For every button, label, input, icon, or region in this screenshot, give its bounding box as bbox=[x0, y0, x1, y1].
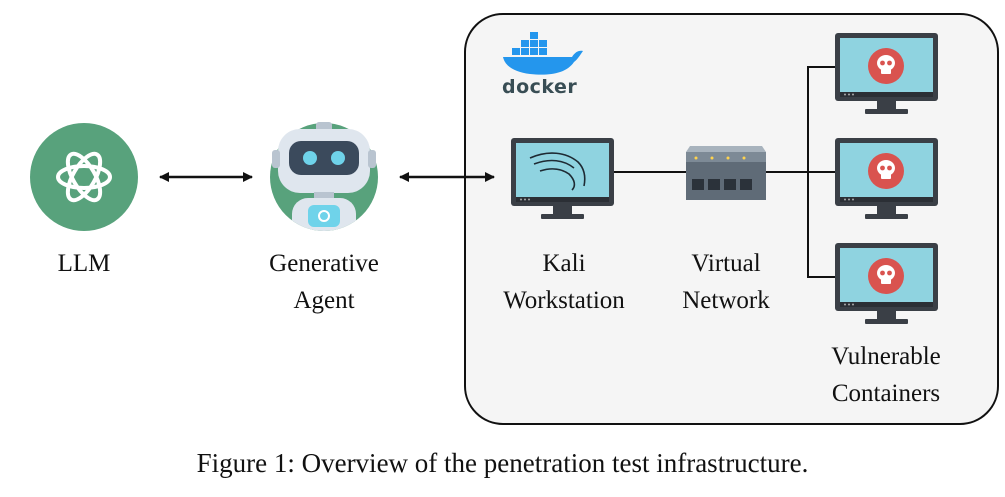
skull-icon bbox=[868, 258, 904, 294]
vulnerable-label-line2: Containers bbox=[831, 380, 941, 407]
vulnerable-container-1 bbox=[835, 33, 938, 114]
kali-dragon-icon bbox=[529, 152, 586, 191]
agent-label: Generative Agent bbox=[244, 245, 404, 319]
docker-whale-icon bbox=[503, 32, 583, 75]
vulnerable-container-2 bbox=[835, 138, 938, 219]
docker-environment-box bbox=[464, 13, 999, 425]
network-label: Virtual Network bbox=[656, 245, 796, 319]
skull-icon bbox=[868, 48, 904, 84]
docker-wordmark: docker bbox=[502, 76, 577, 98]
kali-label-line2: Workstation bbox=[503, 287, 625, 314]
network-container-links bbox=[766, 66, 835, 278]
llm-label: LLM bbox=[34, 245, 134, 282]
network-label-line1: Virtual bbox=[691, 250, 761, 277]
network-switch-icon bbox=[686, 146, 766, 200]
kali-workstation-monitor bbox=[511, 138, 614, 219]
agent-label-line1: Generative bbox=[269, 250, 379, 277]
robot-agent-icon bbox=[270, 122, 378, 231]
figure-caption: Figure 1: Overview of the penetration te… bbox=[196, 448, 809, 478]
kali-label-line1: Kali bbox=[542, 250, 586, 277]
agent-label-line2: Agent bbox=[293, 287, 355, 314]
llm-label-text: LLM bbox=[57, 250, 111, 277]
vulnerable-container-3 bbox=[835, 243, 938, 324]
openai-logo-icon bbox=[30, 123, 138, 231]
kali-label: Kali Workstation bbox=[484, 245, 644, 319]
skull-icon bbox=[868, 153, 904, 189]
vulnerable-label: Vulnerable Containers bbox=[806, 338, 966, 412]
vulnerable-label-line1: Vulnerable bbox=[831, 343, 941, 370]
network-label-line2: Network bbox=[682, 287, 770, 314]
